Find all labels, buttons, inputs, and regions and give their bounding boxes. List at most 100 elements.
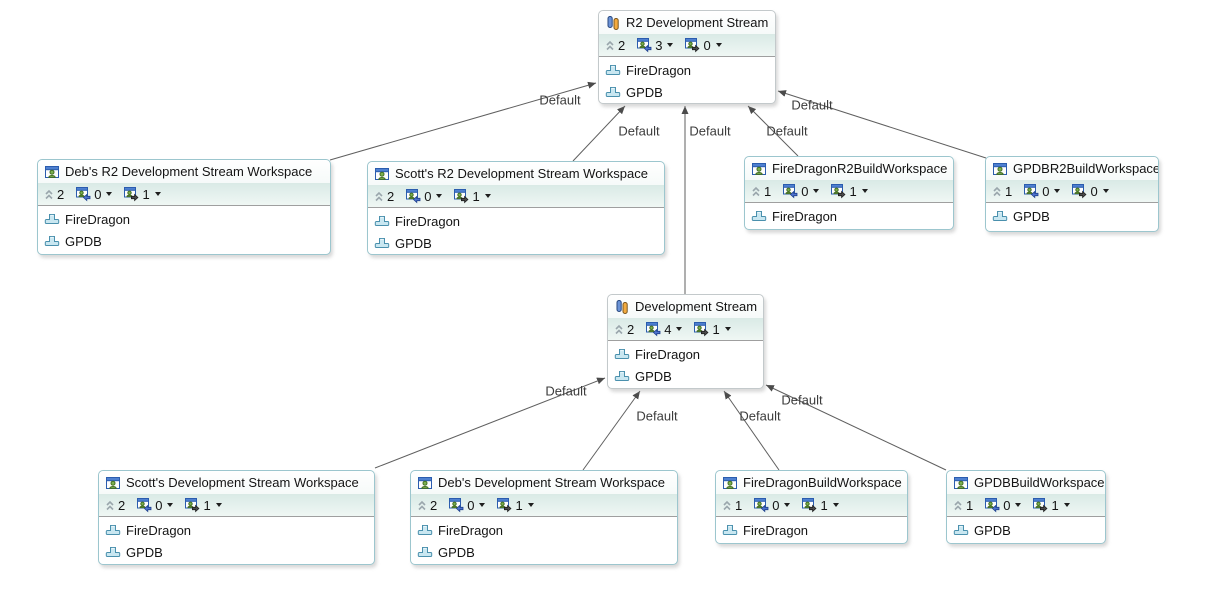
component-icon <box>722 522 738 538</box>
node-title: Deb's R2 Development Stream Workspace <box>65 164 313 179</box>
outgoing-count: 1 <box>472 188 480 204</box>
component-item[interactable]: FireDragon <box>99 519 374 541</box>
outgoing-flows-dropdown[interactable]: 1 <box>801 497 839 513</box>
incoming-flows-dropdown[interactable]: 0 <box>136 497 174 513</box>
component-item[interactable]: FireDragon <box>368 210 664 232</box>
component-count: 2 <box>430 497 438 513</box>
component-name: GPDB <box>626 84 663 100</box>
incoming-flows-dropdown[interactable]: 0 <box>753 497 791 513</box>
node-badge-bar: 2 0 <box>38 183 330 206</box>
node-scotts-r2-development-stream-workspace[interactable]: Scott's R2 Development Stream Workspace … <box>367 161 665 255</box>
node-badge-bar: 2 0 <box>411 494 677 517</box>
node-badge-bar: 2 0 <box>99 494 374 517</box>
node-r2-development-stream[interactable]: R2 Development Stream 2 <box>598 10 776 104</box>
node-title: FireDragonBuildWorkspace <box>743 475 902 490</box>
component-item[interactable]: GPDB <box>99 541 374 563</box>
node-title: FireDragonR2BuildWorkspace <box>772 161 948 176</box>
component-item[interactable]: GPDB <box>599 81 775 103</box>
dropdown-caret-icon <box>436 194 443 198</box>
incoming-flows-dropdown[interactable]: 0 <box>448 497 486 513</box>
node-debs-r2-development-stream-workspace[interactable]: Deb's R2 Development Stream Workspace 2 <box>37 159 331 255</box>
incoming-flows-dropdown[interactable]: 0 <box>75 186 113 202</box>
collapse-toggle[interactable]: 2 <box>605 39 625 52</box>
workspace-icon <box>722 475 738 491</box>
outgoing-flows-dropdown[interactable]: 1 <box>184 497 222 513</box>
outgoing-flows-dropdown[interactable]: 1 <box>453 188 491 204</box>
node-title-bar: R2 Development Stream <box>599 11 775 34</box>
component-icon <box>105 522 121 538</box>
incoming-flows-dropdown[interactable]: 3 <box>636 37 674 53</box>
component-icon <box>44 233 60 249</box>
node-title: GPDBBuildWorkspace <box>974 475 1105 490</box>
node-title-bar: Development Stream <box>608 295 763 318</box>
outgoing-flows-dropdown[interactable]: 0 <box>684 37 722 53</box>
workspace-icon <box>953 475 969 491</box>
node-badge-bar: 1 0 <box>947 494 1105 517</box>
incoming-flows-dropdown[interactable]: 0 <box>984 497 1022 513</box>
incoming-flows-dropdown[interactable]: 0 <box>405 188 443 204</box>
component-item[interactable]: GPDB <box>368 232 664 254</box>
collapse-toggle[interactable]: 2 <box>44 188 64 201</box>
component-item[interactable]: GPDB <box>38 230 330 252</box>
node-component-list: FireDragon GPDB <box>608 341 763 388</box>
component-icon <box>417 522 433 538</box>
dropdown-caret-icon <box>106 192 113 196</box>
double-chevron-up-icon <box>374 190 384 203</box>
collapse-toggle[interactable]: 1 <box>992 185 1012 198</box>
double-chevron-up-icon <box>105 499 115 512</box>
component-icon <box>605 84 621 100</box>
collapse-toggle[interactable]: 2 <box>417 499 437 512</box>
node-title-bar: Deb's Development Stream Workspace <box>411 471 677 494</box>
component-item[interactable]: FireDragon <box>599 59 775 81</box>
outgoing-flows-dropdown[interactable]: 0 <box>1071 183 1109 199</box>
outgoing-flows-dropdown[interactable]: 1 <box>830 183 868 199</box>
incoming-flows-dropdown[interactable]: 0 <box>1023 183 1061 199</box>
node-firedragon-build-workspace[interactable]: FireDragonBuildWorkspace 1 <box>715 470 908 544</box>
outgoing-flows-dropdown[interactable]: 1 <box>1032 497 1070 513</box>
component-item[interactable]: FireDragon <box>716 519 907 541</box>
component-item[interactable]: GPDB <box>411 541 677 563</box>
component-icon <box>614 346 630 362</box>
node-title-bar: GPDBBuildWorkspace <box>947 471 1105 494</box>
component-item[interactable]: GPDB <box>608 365 763 387</box>
component-count: 1 <box>735 497 743 513</box>
node-debs-development-stream-workspace[interactable]: Deb's Development Stream Workspace 2 <box>410 470 678 565</box>
node-badge-bar: 1 0 <box>716 494 907 517</box>
component-item[interactable]: FireDragon <box>411 519 677 541</box>
incoming-flow-icon <box>782 183 798 199</box>
incoming-flows-dropdown[interactable]: 4 <box>645 321 683 337</box>
component-item[interactable]: FireDragon <box>608 343 763 365</box>
dropdown-caret-icon <box>784 503 791 507</box>
collapse-toggle[interactable]: 2 <box>374 190 394 203</box>
flow-edge-line <box>582 390 641 471</box>
node-component-list: FireDragon GPDB <box>411 517 677 564</box>
collapse-toggle[interactable]: 1 <box>751 185 771 198</box>
component-name: FireDragon <box>772 208 838 224</box>
component-item[interactable]: GPDB <box>947 519 1105 541</box>
node-gpdb-build-workspace[interactable]: GPDBBuildWorkspace 1 <box>946 470 1106 544</box>
node-title: GPDBR2BuildWorkspace <box>1013 161 1158 176</box>
incoming-flows-dropdown[interactable]: 0 <box>782 183 820 199</box>
node-firedragon-r2-build-workspace[interactable]: FireDragonR2BuildWorkspace 1 <box>744 156 954 230</box>
outgoing-flows-dropdown[interactable]: 1 <box>496 497 534 513</box>
collapse-toggle[interactable]: 1 <box>722 499 742 512</box>
component-item[interactable]: GPDB <box>986 205 1158 227</box>
node-development-stream[interactable]: Development Stream 2 <box>607 294 764 389</box>
flow-edge-label: Default <box>636 408 678 424</box>
dropdown-caret-icon <box>484 194 491 198</box>
component-item[interactable]: FireDragon <box>745 205 953 227</box>
outgoing-flows-dropdown[interactable]: 1 <box>123 186 161 202</box>
workspace-icon <box>751 161 767 177</box>
node-gpdb-r2-build-workspace[interactable]: GPDBR2BuildWorkspace 1 <box>985 156 1159 232</box>
outgoing-flows-dropdown[interactable]: 1 <box>693 321 731 337</box>
collapse-toggle[interactable]: 2 <box>614 323 634 336</box>
component-item[interactable]: FireDragon <box>38 208 330 230</box>
component-name: GPDB <box>1013 208 1050 224</box>
node-scotts-development-stream-workspace[interactable]: Scott's Development Stream Workspace 2 <box>98 470 375 565</box>
collapse-toggle[interactable]: 1 <box>953 499 973 512</box>
collapse-toggle[interactable]: 2 <box>105 499 125 512</box>
component-count: 1 <box>966 497 974 513</box>
flow-edge-label: Default <box>539 92 581 108</box>
node-badge-bar: 2 0 <box>368 185 664 208</box>
dropdown-caret-icon <box>676 327 683 331</box>
